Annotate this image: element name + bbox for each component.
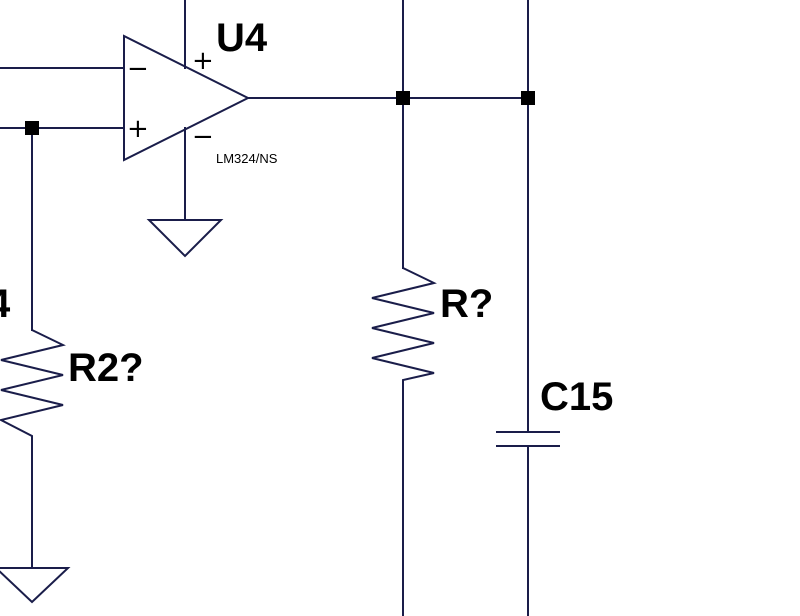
resistor-r[interactable]: R? xyxy=(371,267,493,394)
opamp-triangle xyxy=(123,34,251,162)
ground-symbol-left xyxy=(0,567,71,604)
resistor-r2[interactable]: R2? xyxy=(0,329,144,456)
opamp-ref-label: U4 xyxy=(216,16,268,60)
opamp-part-label: LM324/NS xyxy=(216,151,278,166)
resistor-r-label: R? xyxy=(440,282,493,326)
capacitor-c15[interactable]: C15 xyxy=(496,375,613,447)
wires xyxy=(0,0,529,616)
opamp-u4[interactable]: − + + − U4 LM324/NS xyxy=(123,16,278,166)
opamp-supply-minus-sign: − xyxy=(192,122,214,152)
capacitor-c15-label: C15 xyxy=(540,375,613,419)
opamp-inverting-sign: − xyxy=(127,54,149,84)
resistor-r2-zigzag xyxy=(0,329,66,456)
junction-dot-right xyxy=(521,91,535,105)
junction-dot-mid xyxy=(396,91,410,105)
resistor-r-zigzag xyxy=(371,267,437,394)
opamp-supply-plus-sign: + xyxy=(192,46,214,76)
junctions xyxy=(25,91,535,135)
resistor-r2-label: R2? xyxy=(68,346,144,390)
junction-dot-left xyxy=(25,121,39,135)
clipped-component-label: 4 xyxy=(0,282,11,326)
opamp-noninverting-sign: + xyxy=(127,114,149,144)
ground-symbol-opamp xyxy=(146,219,224,258)
